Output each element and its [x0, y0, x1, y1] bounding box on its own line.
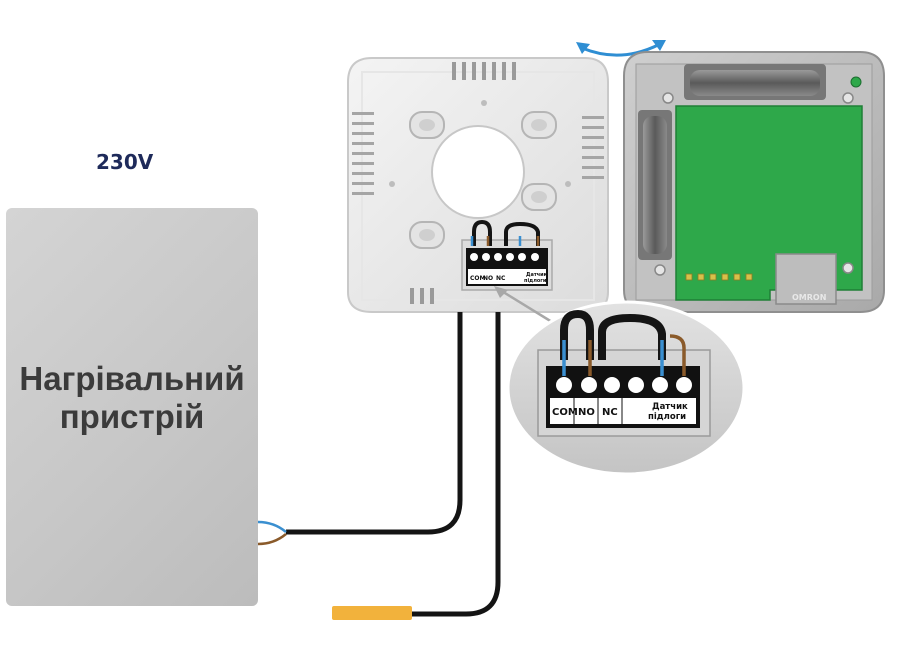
- small-label-com: COM: [470, 275, 486, 282]
- small-label-sensor-1: Датчик: [526, 272, 548, 278]
- rotate-arrow-icon: [576, 40, 666, 57]
- heating-device-box: [6, 208, 258, 606]
- battery-side: [643, 116, 667, 254]
- zoom-label-nc: NC: [602, 407, 618, 418]
- heater-wire-stubs: [257, 520, 287, 546]
- heating-device-title-line2: пристрій: [59, 398, 205, 435]
- voltage-label: 230V: [96, 150, 154, 174]
- small-label-sensor-2: підлоги: [524, 278, 547, 284]
- heating-device-title: Нагрівальний пристрій: [6, 360, 258, 436]
- battery-top: [690, 70, 820, 96]
- pcb-brand: OMRON: [792, 293, 826, 302]
- front-cover: OMRON: [623, 51, 885, 313]
- relay: [775, 253, 837, 305]
- small-label-nc: NC: [496, 275, 506, 282]
- small-label-no: NO: [483, 275, 493, 282]
- zoom-detail-circle: COM NO NC Датчик підлоги: [506, 300, 746, 476]
- zoom-label-com: COM: [552, 407, 578, 418]
- main-wiring: [286, 312, 501, 617]
- zoom-label-sensor-1: Датчик: [652, 402, 688, 412]
- led-indicator: [850, 76, 862, 88]
- zoom-label-no: NO: [578, 407, 595, 418]
- zoom-label-sensor-2: підлоги: [648, 411, 686, 422]
- terminal-block-small: COM NO NC Датчик підлоги: [461, 219, 553, 291]
- heating-device-title-line1: Нагрівальний: [19, 360, 245, 397]
- floor-sensor-probe: [332, 606, 412, 620]
- zoom-pointer: [494, 286, 553, 324]
- pcb-board: [675, 105, 863, 301]
